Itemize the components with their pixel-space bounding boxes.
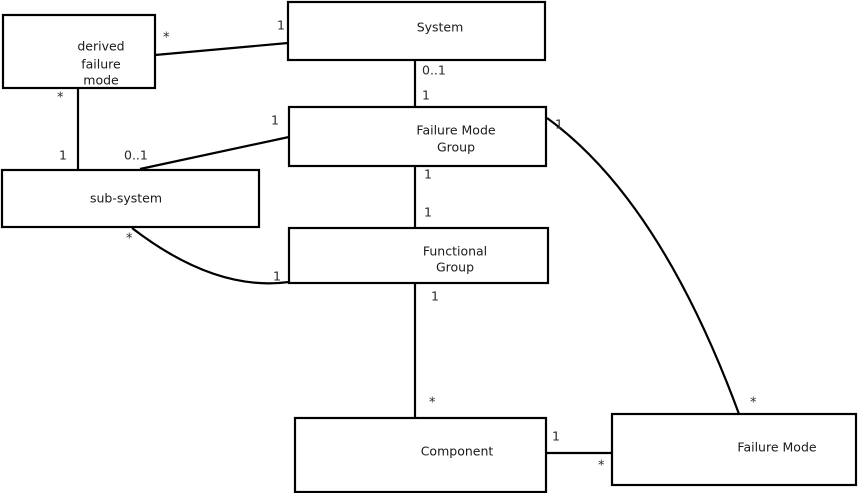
class-box-failure-mode-group-rect [287, 105, 548, 168]
multiplicity-sub-system-to-failure-mode-group-zero-one: 0..1 [124, 148, 148, 163]
class-box-failure-mode-group[interactable]: Failure Mode Group [287, 105, 548, 168]
multiplicity-sub-system-to-functional-group-star: * [126, 232, 133, 247]
class-box-sub-system-rect [0, 168, 261, 229]
multiplicity-failure-mode-group-to-functional-group-bottom-one: 1 [424, 205, 432, 220]
class-label-derived-failure-mode-line2: failure [81, 57, 121, 72]
class-label-sub-system: sub-system [90, 191, 162, 206]
class-label-system: System [417, 20, 464, 35]
multiplicity-sub-system-to-functional-group-one: 1 [273, 269, 281, 284]
multiplicity-component-to-failure-mode-one: 1 [552, 429, 560, 444]
multiplicity-system-to-failure-mode-group-zero-one: 0..1 [422, 63, 446, 78]
class-box-component[interactable]: Component [293, 416, 548, 493]
multiplicity-derived-failure-mode-to-sub-system-one: 1 [59, 148, 67, 163]
multiplicity-derived-failure-mode-to-system-one: 1 [277, 18, 285, 33]
multiplicity-component-to-failure-mode-star: * [598, 459, 605, 474]
multiplicity-failure-mode-group-to-failure-mode-one: 1 [555, 117, 563, 132]
multiplicity-failure-mode-group-to-failure-mode-star: * [750, 396, 757, 411]
association-sub-system-to-failure-mode-group [139, 135, 290, 171]
class-label-functional-group-line1: Functional [423, 244, 487, 259]
multiplicity-functional-group-to-component-star: * [429, 396, 436, 411]
class-box-derived-failure-mode[interactable]: derived failure mode [1, 13, 157, 90]
class-box-system[interactable]: System [286, 0, 547, 62]
class-box-failure-mode-rect [610, 412, 858, 487]
class-box-functional-group[interactable]: Functional Group [287, 226, 550, 285]
association-failure-mode-group-to-failure-mode [546, 117, 741, 415]
class-label-functional-group-line2: Group [436, 260, 474, 275]
class-box-failure-mode[interactable]: Failure Mode [610, 412, 858, 487]
multiplicity-derived-failure-mode-to-system-star: * [163, 31, 170, 46]
association-sub-system-to-functional-group [131, 227, 290, 285]
class-label-derived-failure-mode-line1: derived [77, 39, 124, 54]
association-derived-failure-mode-to-system [154, 41, 289, 57]
class-box-system-rect [286, 0, 547, 62]
class-box-functional-group-rect [287, 226, 550, 285]
class-box-sub-system[interactable]: sub-system [0, 168, 261, 229]
class-label-failure-mode-group-line1: Failure Mode [416, 123, 495, 138]
multiplicity-functional-group-to-component-one: 1 [431, 289, 439, 304]
multiplicity-system-to-failure-mode-group-one: 1 [422, 88, 430, 103]
class-box-component-rect [293, 416, 548, 493]
class-label-derived-failure-mode-line3: mode [83, 73, 119, 88]
multiplicity-failure-mode-group-to-functional-group-top-one: 1 [424, 167, 432, 182]
class-box-derived-failure-mode-rect [1, 13, 157, 90]
multiplicity-derived-failure-mode-to-sub-system-star: * [57, 91, 64, 106]
class-label-failure-mode-group-line2: Group [437, 140, 475, 155]
class-label-component: Component [421, 444, 494, 459]
multiplicity-sub-system-to-failure-mode-group-one: 1 [271, 113, 279, 128]
class-label-failure-mode: Failure Mode [737, 440, 816, 455]
